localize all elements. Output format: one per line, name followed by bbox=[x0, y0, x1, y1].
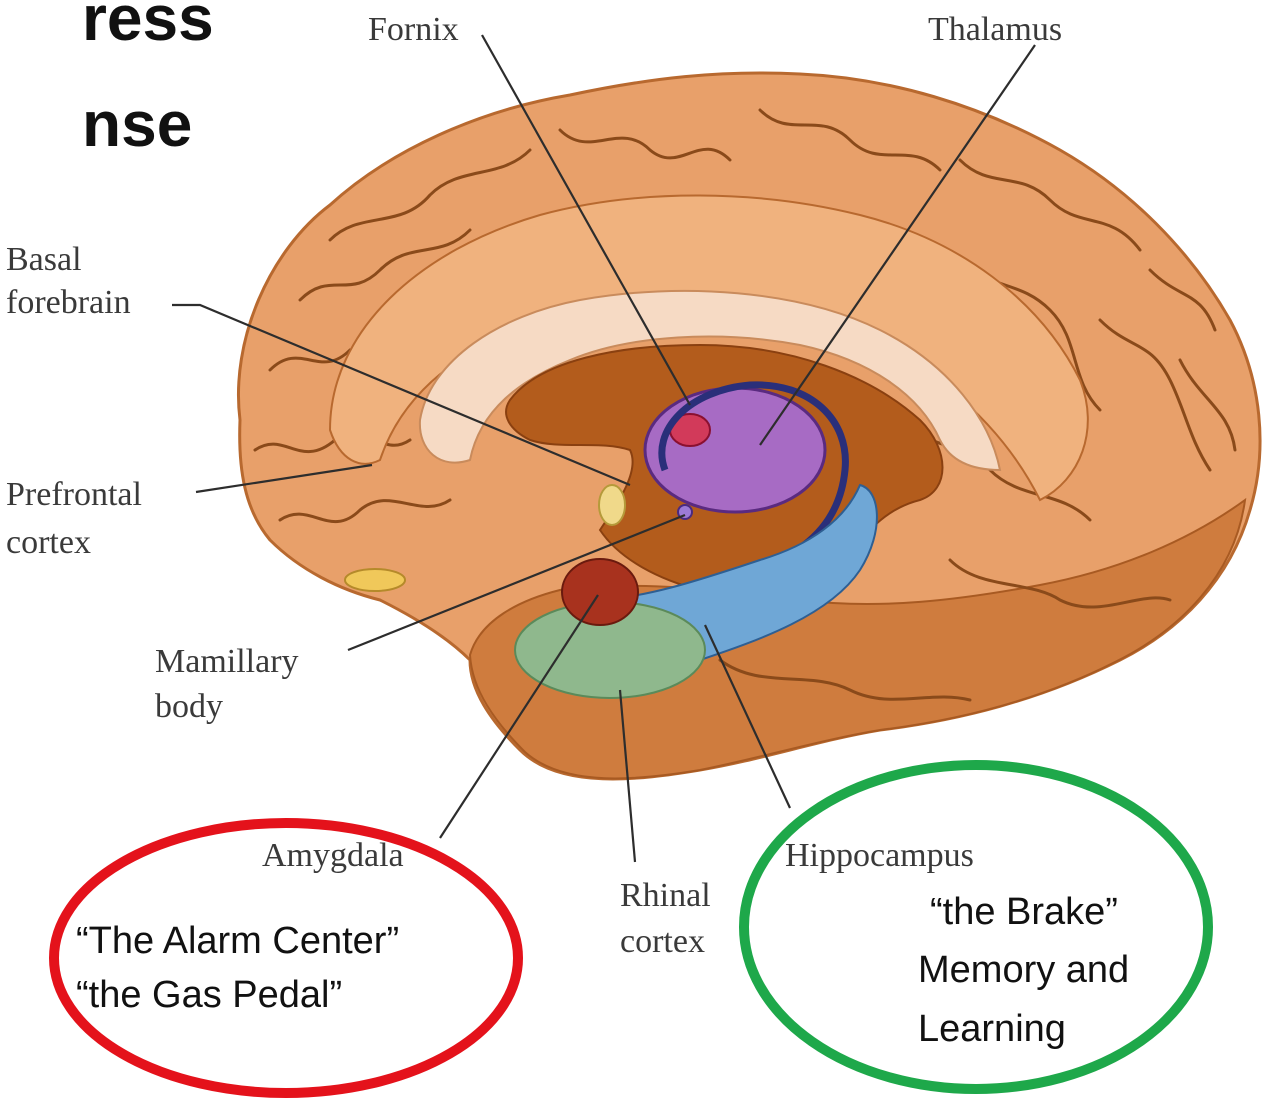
hippocampus-note-3: Learning bbox=[918, 1008, 1066, 1050]
label-rhinal-cortex-2: cortex bbox=[620, 923, 705, 960]
label-prefrontal-cortex-1: Prefrontal bbox=[6, 476, 142, 513]
title-line-1: ress bbox=[82, 0, 214, 54]
thalamus bbox=[645, 388, 825, 512]
hippocampus-note-2: Memory and bbox=[918, 949, 1129, 991]
label-basal-forebrain-2: forebrain bbox=[6, 284, 131, 321]
label-rhinal-cortex-1: Rhinal bbox=[620, 877, 711, 914]
title-line-2: nse bbox=[82, 88, 192, 160]
olfactory-bulb bbox=[345, 569, 405, 591]
label-basal-forebrain-1: Basal bbox=[6, 241, 82, 278]
label-amygdala: Amygdala bbox=[262, 837, 404, 874]
label-hippocampus: Hippocampus bbox=[785, 837, 974, 874]
label-mamillary-body-1: Mamillary bbox=[155, 643, 299, 680]
amygdala bbox=[562, 559, 638, 625]
amygdala-note-1: “The Alarm Center” bbox=[76, 920, 399, 962]
hippocampus-note-1: “the Brake” bbox=[930, 891, 1118, 933]
label-thalamus: Thalamus bbox=[928, 11, 1062, 48]
basal-forebrain-structure bbox=[599, 485, 625, 525]
label-prefrontal-cortex-2: cortex bbox=[6, 524, 91, 561]
amygdala-note-2: “the Gas Pedal” bbox=[76, 974, 342, 1016]
label-fornix: Fornix bbox=[368, 11, 459, 48]
label-mamillary-body-2: body bbox=[155, 688, 223, 725]
